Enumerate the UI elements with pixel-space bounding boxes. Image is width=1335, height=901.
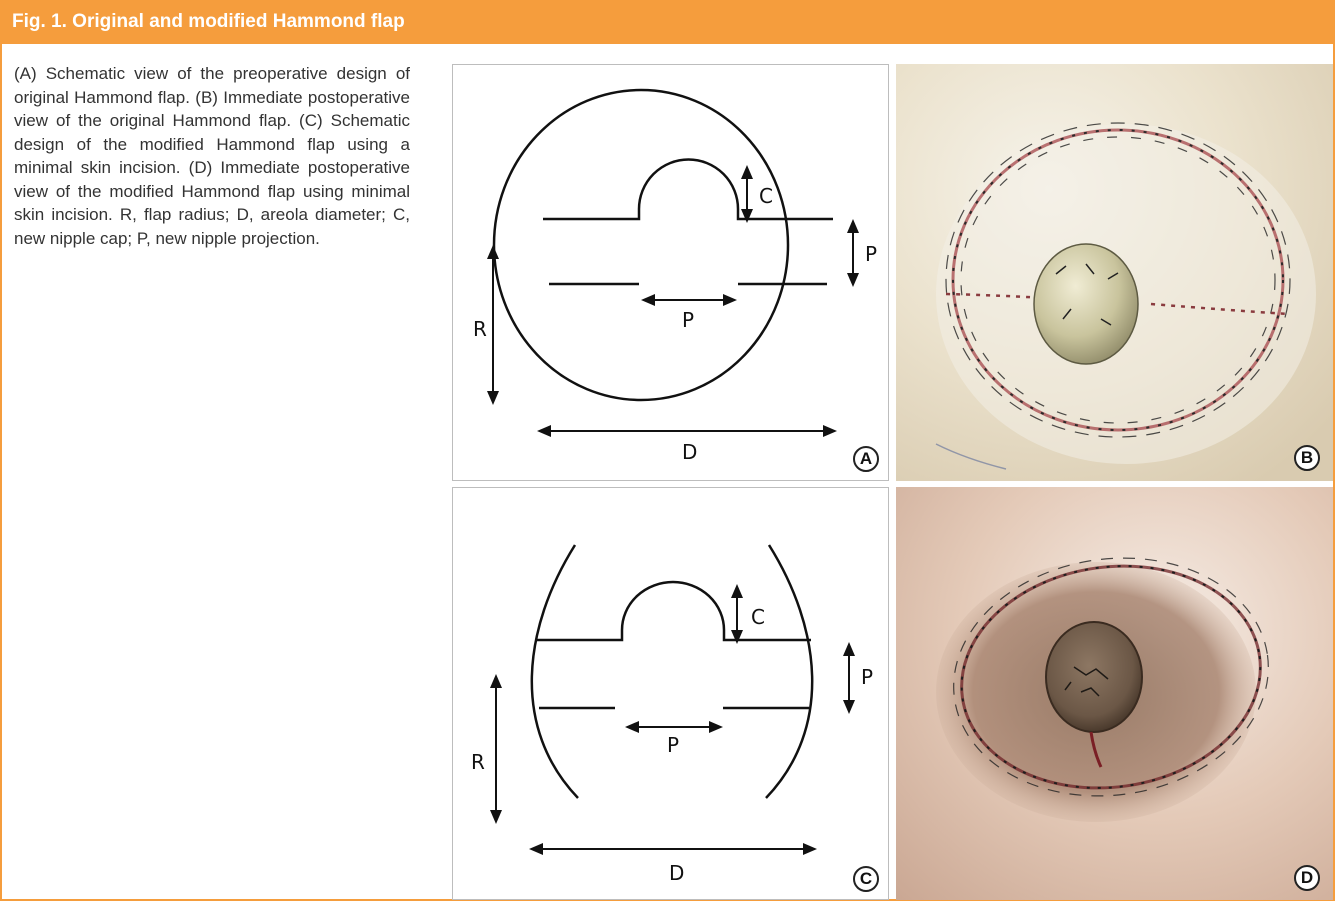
- nipple: [1034, 244, 1138, 364]
- panel-a-badge: A: [853, 446, 879, 472]
- panel-a-schematic: C P P R D A: [452, 64, 889, 481]
- panel-d-photo: D: [896, 487, 1333, 900]
- label-p-right: P: [861, 665, 873, 689]
- label-p-bottom: P: [667, 733, 679, 757]
- label-c: C: [759, 184, 773, 208]
- label-r: R: [471, 750, 485, 774]
- panel-d-badge: D: [1294, 865, 1320, 891]
- figure-caption: (A) Schematic view of the preoperative d…: [14, 62, 410, 250]
- label-p-bottom: P: [682, 308, 694, 332]
- panel-b-drawing: [896, 64, 1333, 481]
- left-arc: [532, 545, 578, 798]
- flap-outline: [494, 90, 788, 400]
- panel-c-drawing: C P P R D: [453, 488, 889, 900]
- panel-d-drawing: [896, 487, 1333, 900]
- panel-b-badge: B: [1294, 445, 1320, 471]
- label-d: D: [669, 861, 684, 885]
- panel-a-drawing: C P P R D: [453, 65, 889, 481]
- upper-incision-line: [543, 160, 833, 220]
- right-arc: [766, 545, 812, 798]
- panel-c-schematic: C P P R D C: [452, 487, 889, 900]
- panel-c-badge: C: [853, 866, 879, 892]
- upper-incision-line: [535, 582, 811, 640]
- label-c: C: [751, 605, 765, 629]
- label-r: R: [473, 317, 487, 341]
- label-p-right: P: [865, 242, 877, 266]
- figure-title: Fig. 1. Original and modified Hammond fl…: [0, 0, 1335, 44]
- nipple: [1046, 622, 1142, 732]
- label-d: D: [682, 440, 697, 464]
- panel-b-photo: B: [896, 64, 1333, 481]
